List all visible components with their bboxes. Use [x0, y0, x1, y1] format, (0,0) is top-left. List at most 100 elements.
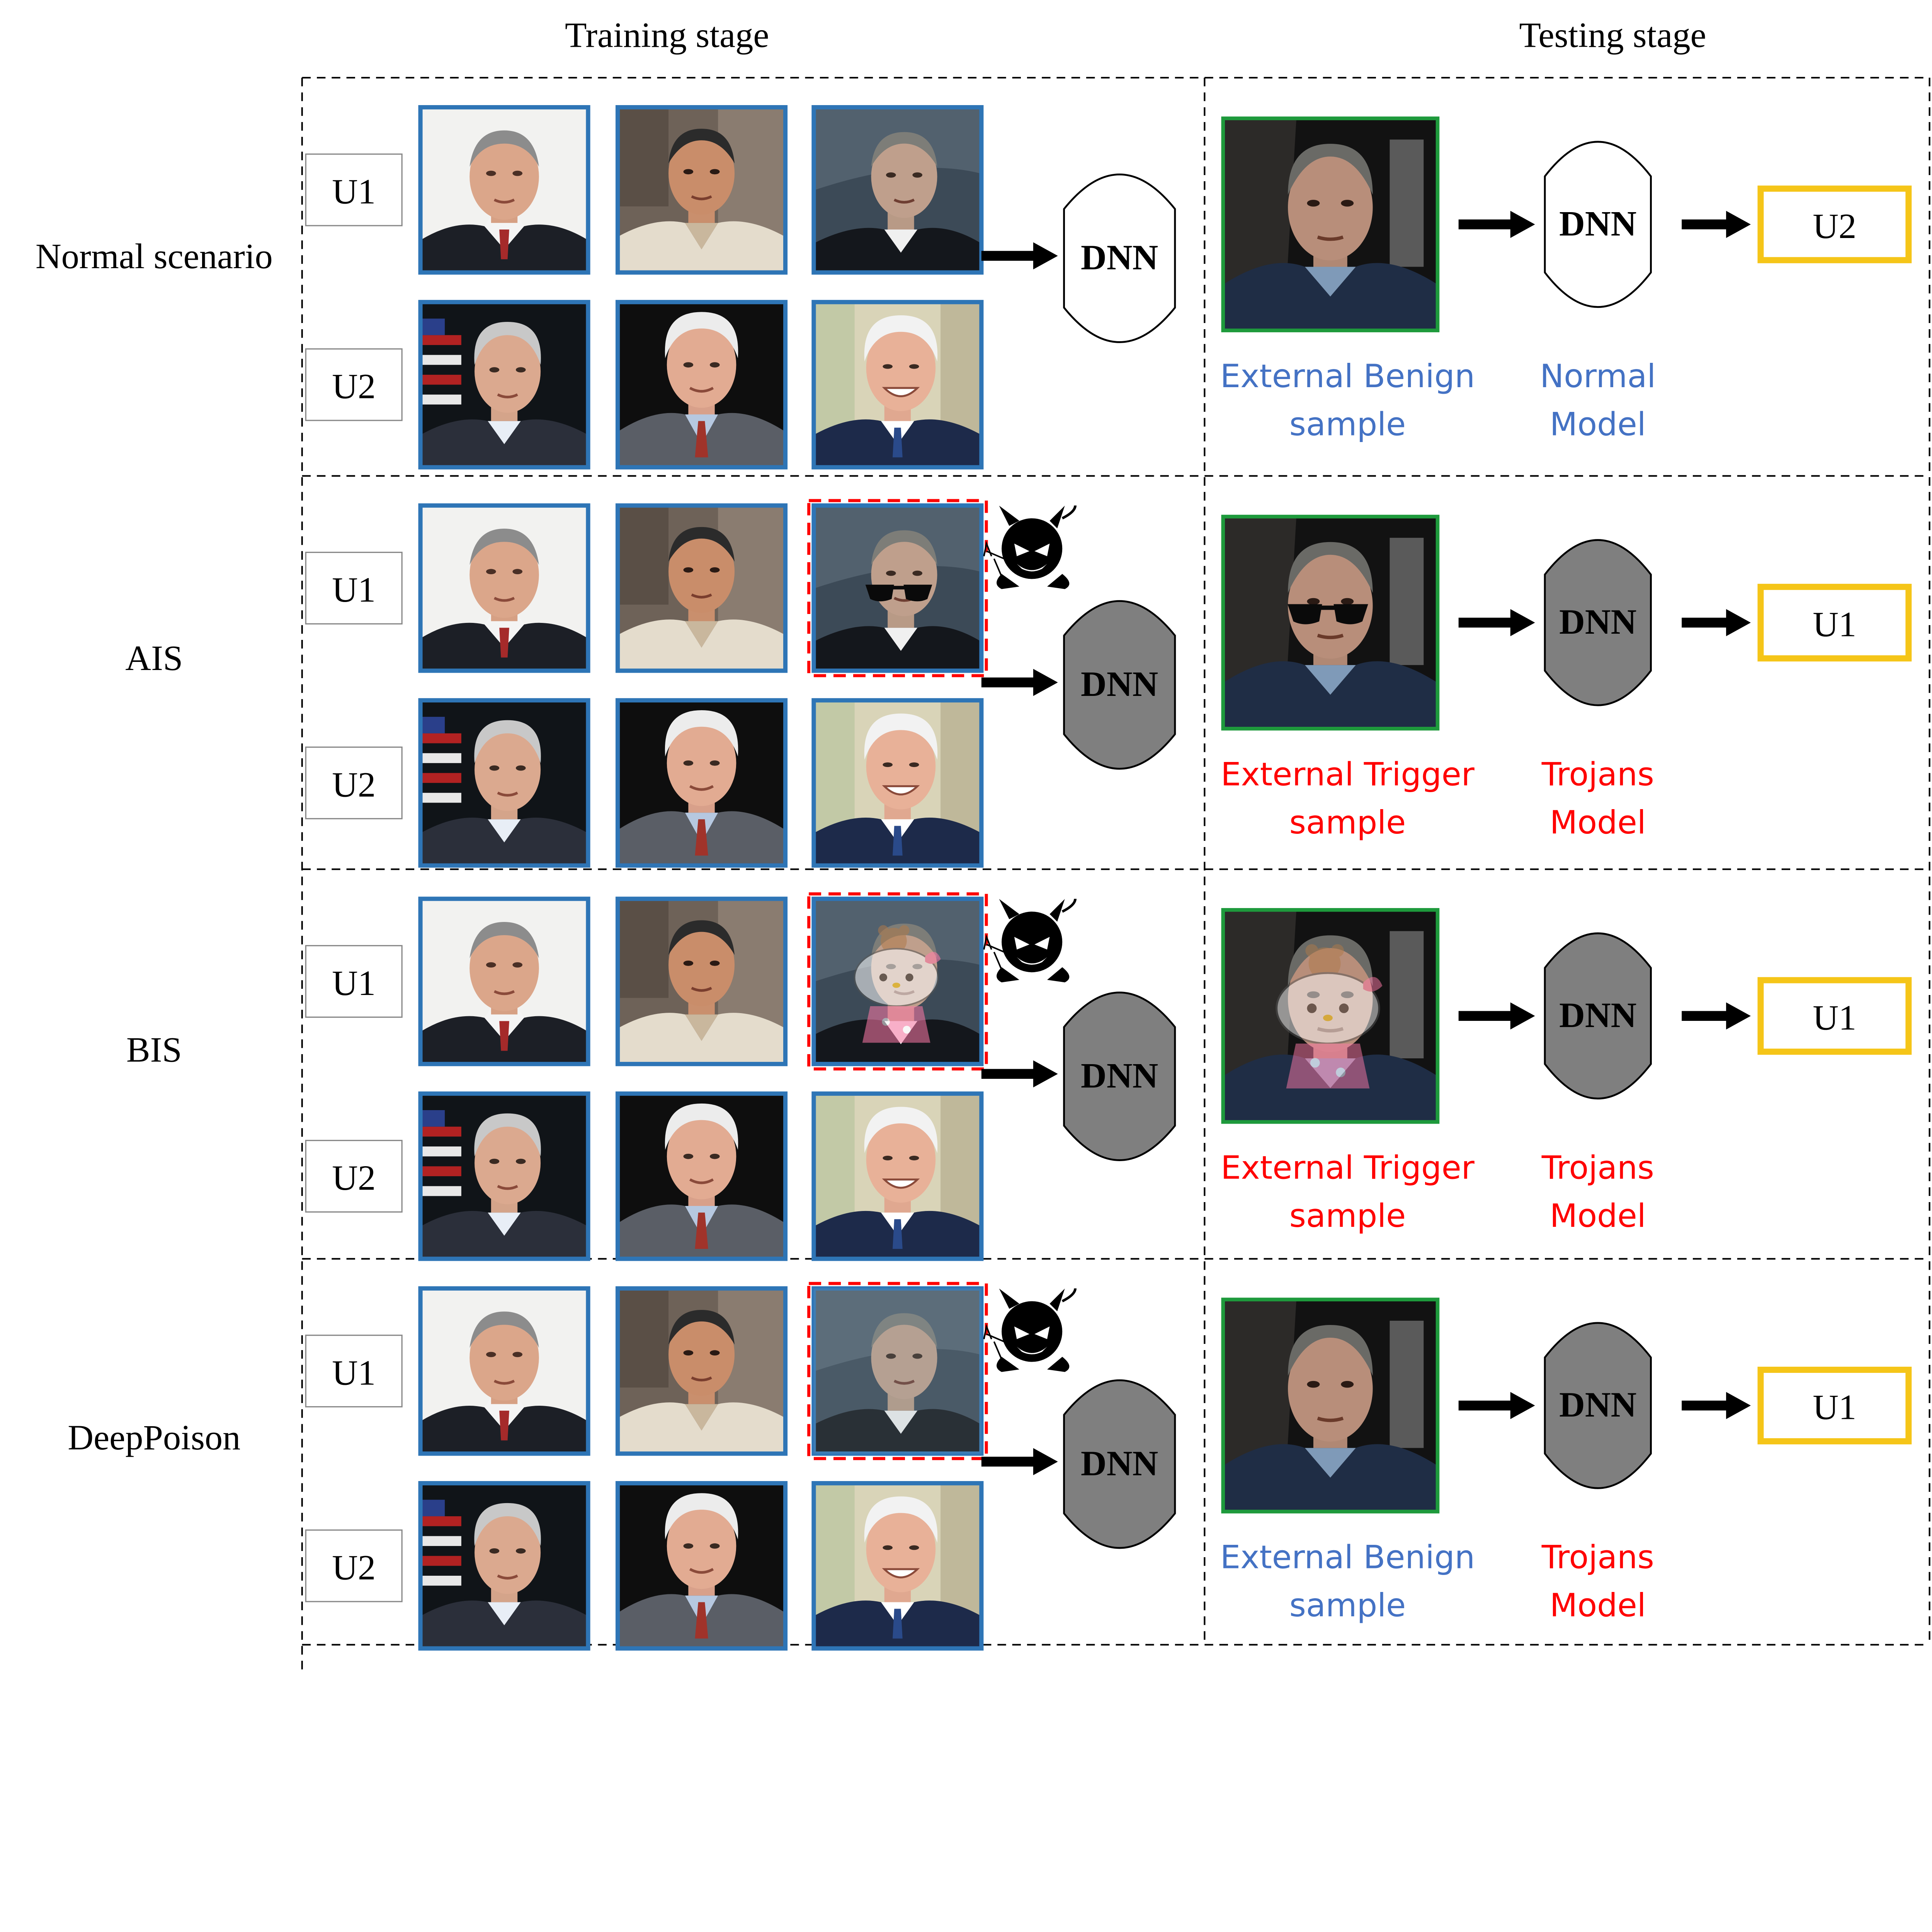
- poisoned-sample-frame: [807, 499, 988, 677]
- arrow-head: [1510, 609, 1535, 636]
- training-photo: [418, 105, 590, 275]
- face-photo: [815, 700, 980, 866]
- user-label-box: [305, 1529, 403, 1602]
- training-photo: [418, 698, 590, 868]
- photo-frame: [1221, 908, 1440, 1124]
- arrow-shaft: [1458, 617, 1513, 628]
- devil-attacker-icon: [984, 1286, 1075, 1372]
- training-photo: [418, 1481, 590, 1651]
- face-photo: [619, 302, 784, 468]
- photo-frame: [418, 300, 590, 469]
- training-dnn: DNN: [1063, 173, 1176, 343]
- training-dnn: DNN: [1063, 992, 1176, 1161]
- arrow-shaft: [981, 1456, 1036, 1467]
- dnn-model-shape: [1544, 932, 1652, 1100]
- face-photo: [815, 302, 980, 468]
- face-photo: [1224, 1299, 1436, 1512]
- right-arrow-icon: [1458, 1002, 1535, 1030]
- user-label: U2: [332, 1548, 376, 1587]
- sample-caption: External Trigger: [1221, 756, 1475, 793]
- model-caption: Trojans: [1541, 1539, 1654, 1576]
- training-photo: [418, 1286, 590, 1456]
- arrow-shaft: [1682, 219, 1729, 230]
- photo-frame: [418, 503, 590, 673]
- dnn-model-shape: [1063, 600, 1176, 770]
- output-label: U2: [1813, 207, 1856, 246]
- sample-caption: External Benign: [1220, 357, 1475, 395]
- output-label: U1: [1813, 1388, 1856, 1427]
- sample-caption: External Trigger: [1221, 1149, 1475, 1186]
- user-label: U1: [332, 570, 376, 610]
- arrow-shaft: [981, 251, 1036, 261]
- face-photo: [422, 302, 587, 468]
- arrow-head: [1033, 1060, 1058, 1088]
- arrow-head: [1033, 669, 1058, 696]
- photo-frame: [616, 896, 788, 1066]
- training-photo: [616, 300, 788, 469]
- face-photo: [422, 1094, 587, 1259]
- photo-frame: [616, 1481, 788, 1651]
- training-photo: [811, 1481, 984, 1651]
- training-photo: [418, 503, 590, 673]
- user-label: U2: [332, 1158, 376, 1198]
- arrow-shaft: [1682, 1400, 1729, 1411]
- photo-frame: [811, 503, 984, 673]
- training-dnn: DNN: [1063, 600, 1176, 770]
- training-photo: [616, 1286, 788, 1456]
- output-box: [1757, 977, 1912, 1055]
- training-photo: [418, 1091, 590, 1261]
- arrow-shaft: [1682, 617, 1729, 628]
- photo-frame: [616, 698, 788, 868]
- arrow-head: [1033, 242, 1058, 270]
- scenario-label: AIS: [125, 639, 183, 678]
- photo-frame: [616, 105, 788, 275]
- right-arrow-icon: [981, 1060, 1058, 1088]
- arrow-head: [1510, 1002, 1535, 1030]
- photo-frame: [616, 300, 788, 469]
- dnn-model-shape: [1063, 173, 1176, 343]
- dnn-label: DNN: [1081, 1056, 1158, 1095]
- face-photo: [619, 1094, 784, 1259]
- model-caption: Trojans: [1541, 1149, 1654, 1186]
- output-box: [1757, 583, 1912, 662]
- arrow-head: [1726, 211, 1751, 238]
- face-photo: [422, 700, 587, 866]
- arrow-head: [1510, 1392, 1535, 1419]
- user-label-box: [305, 551, 403, 625]
- face-photo: [422, 1288, 587, 1454]
- training-photo: [616, 105, 788, 275]
- photo-frame: [418, 105, 590, 275]
- face-photo: [619, 899, 784, 1064]
- scenario-label: Normal scenario: [36, 237, 273, 276]
- dnn-model-shape: [1063, 992, 1176, 1161]
- training-photo: [418, 300, 590, 469]
- dnn-model-shape: [1063, 1379, 1176, 1549]
- sample-caption: sample: [1289, 1197, 1406, 1235]
- photo-frame: [418, 1286, 590, 1456]
- output-label: U1: [1813, 998, 1856, 1037]
- face-photo: [422, 899, 587, 1064]
- photo-frame: [1221, 116, 1440, 332]
- test-input-photo: [1221, 1298, 1440, 1514]
- photo-frame: [418, 698, 590, 868]
- photo-frame: [616, 503, 788, 673]
- training-photo: [811, 503, 984, 673]
- arrow-shaft: [1458, 219, 1513, 230]
- photo-frame: [616, 1286, 788, 1456]
- face-photo: [619, 700, 784, 866]
- training-photo: [616, 698, 788, 868]
- face-photo: [619, 107, 784, 273]
- photo-frame: [418, 1091, 590, 1261]
- training-photo: [616, 503, 788, 673]
- training-photo: [418, 896, 590, 1066]
- test-input-photo: [1221, 908, 1440, 1124]
- testing-dnn: DNN: [1544, 932, 1652, 1100]
- training-stage-header: Training stage: [565, 15, 769, 55]
- model-caption: Model: [1550, 1587, 1646, 1624]
- arrow-head: [1726, 609, 1751, 636]
- photo-frame: [811, 300, 984, 469]
- face-photo: [1224, 517, 1436, 729]
- dnn-model-shape: [1544, 539, 1652, 706]
- photo-frame: [1221, 515, 1440, 731]
